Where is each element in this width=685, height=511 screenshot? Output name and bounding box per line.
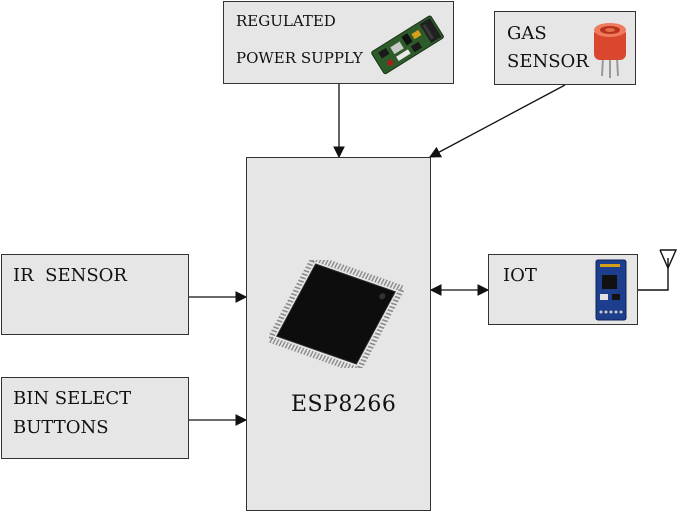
gas-sensor-label-line1: GAS (507, 23, 547, 44)
ir-sensor-block: IR SENSOR (1, 254, 189, 335)
gas-sensor-block: GAS SENSOR (494, 11, 636, 85)
power-supply-label-line1: REGULATED (236, 12, 336, 30)
iot-label: IOT (503, 265, 537, 286)
esp8266-label: ESP8266 (291, 392, 397, 417)
power-supply-block: REGULATED POWER SUPPLY (223, 1, 454, 84)
bin-select-label-line2: BUTTONS (13, 417, 109, 438)
power-supply-label-line2: POWER SUPPLY (236, 49, 363, 67)
esp8266-block: ESP8266 (246, 157, 431, 511)
wifi-module-icon (595, 259, 627, 321)
antenna-icon (638, 249, 678, 291)
bin-select-block: BIN SELECT BUTTONS (1, 377, 189, 459)
gas-sensor-icon (594, 23, 626, 78)
pcb-icon (371, 15, 444, 75)
iot-block: IOT (488, 254, 638, 325)
bin-select-label-line1: BIN SELECT (13, 388, 132, 409)
gas-sensor-label-line2: SENSOR (507, 51, 589, 72)
ir-sensor-label: IR SENSOR (13, 265, 127, 286)
microcontroller-chip-icon (269, 260, 404, 368)
gas-to-mcu-arrow (428, 84, 566, 158)
